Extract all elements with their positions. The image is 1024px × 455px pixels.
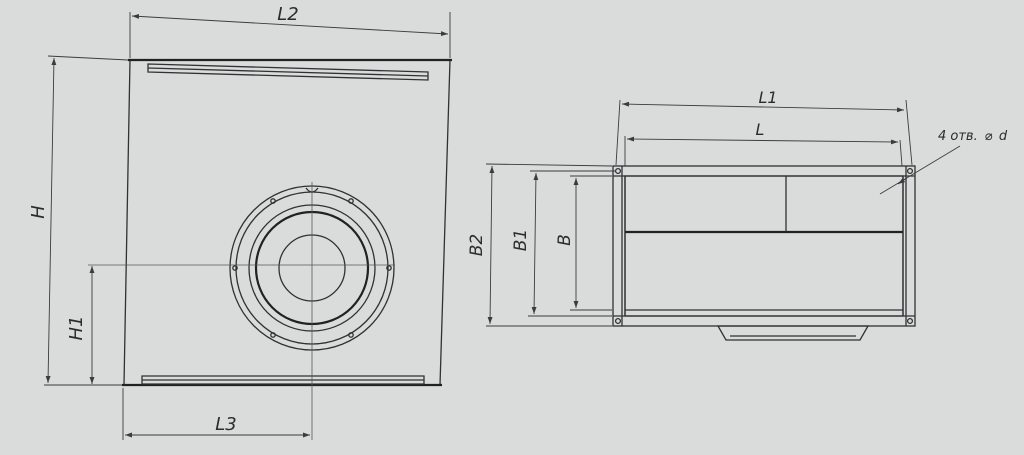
hole-note: 4 отв. ⌀ d xyxy=(938,129,1008,144)
hole-leader-line xyxy=(879,145,961,195)
dimension-label-l1: L1 xyxy=(758,88,777,107)
housing-outline xyxy=(123,59,451,386)
housing-body xyxy=(624,175,904,317)
dimension-label-b2: B2 xyxy=(467,234,487,256)
dimension-label-h: H xyxy=(28,205,49,219)
corner-holes xyxy=(614,167,914,325)
flange-frame-outer xyxy=(612,165,916,327)
dimension-label-l2: L2 xyxy=(277,4,298,25)
hole-callout: 4 отв. ⌀ d xyxy=(879,129,1008,195)
dimension-b: B xyxy=(555,175,612,311)
dimension-h1: H1 xyxy=(66,266,95,384)
dimension-l: L xyxy=(624,120,903,167)
dimension-label-h1: H1 xyxy=(66,316,87,341)
hole-note-variable: d xyxy=(999,129,1008,144)
hole-note-count: 4 отв. xyxy=(938,129,978,144)
dimension-h: H xyxy=(28,55,129,386)
dimension-label-l: L xyxy=(756,120,765,139)
dimension-label-b1: B1 xyxy=(511,229,531,251)
top-rail xyxy=(128,58,452,81)
dimension-l1: L1 xyxy=(615,88,913,166)
dimension-label-l3: L3 xyxy=(215,414,236,435)
diameter-symbol: ⌀ xyxy=(985,129,993,144)
front-view: L2 H H1 L3 xyxy=(28,4,452,440)
dimension-b1: B1 xyxy=(511,170,616,317)
dimension-l2: L2 xyxy=(129,4,451,58)
dimension-l3: L3 xyxy=(122,388,310,440)
flange-bolt-holes xyxy=(232,198,392,338)
motor-housing-bottom xyxy=(716,325,870,341)
dimension-b2: B2 xyxy=(467,163,613,327)
bottom-rail xyxy=(122,375,442,387)
dimension-label-b: B xyxy=(555,234,575,246)
side-view: L1 L 4 отв. ⌀ d B2 xyxy=(467,88,1008,341)
